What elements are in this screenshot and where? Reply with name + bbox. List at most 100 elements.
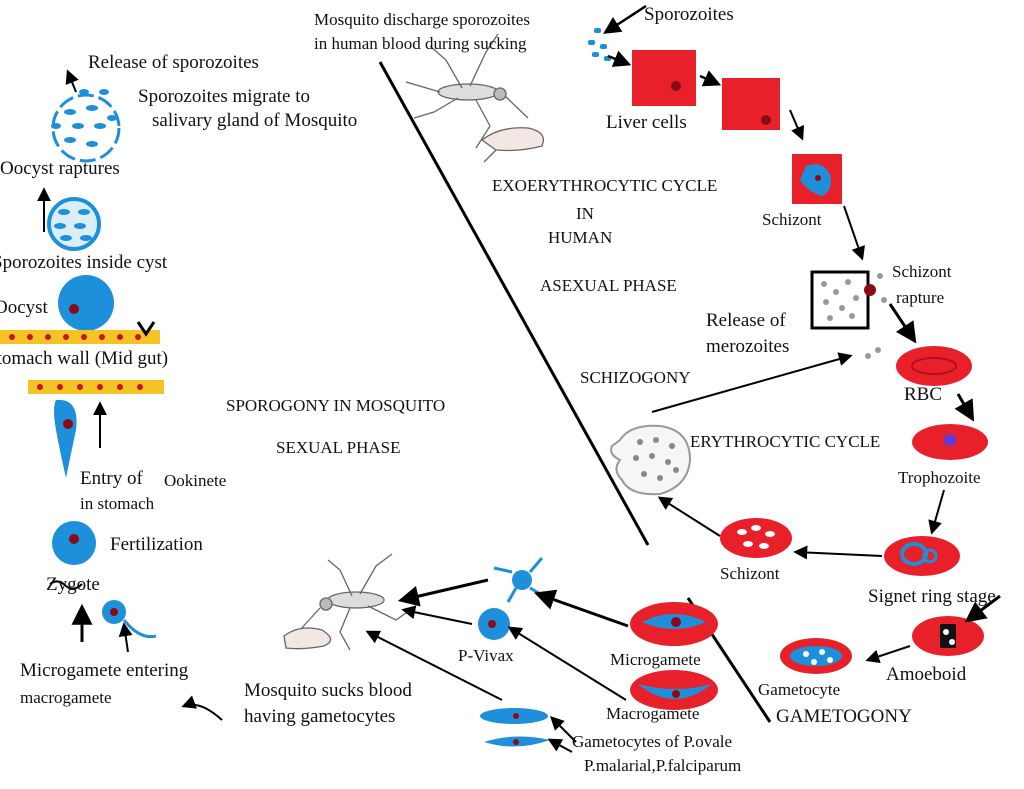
signet-ring-cell bbox=[884, 536, 960, 576]
oocyst-cell bbox=[58, 275, 114, 331]
arrow bbox=[651, 352, 853, 413]
arrow bbox=[928, 489, 945, 535]
arrow bbox=[547, 738, 573, 753]
label-exo-line3: HUMAN bbox=[548, 228, 613, 247]
microgamete-cell bbox=[630, 602, 718, 646]
label-p-vivax: P-Vivax bbox=[458, 646, 514, 665]
rbc-cell bbox=[896, 346, 972, 386]
liver-schizont-cell bbox=[792, 154, 842, 204]
label-entry-ookinete: Ookinete bbox=[164, 471, 227, 490]
label-schizont-rapture-line2: rapture bbox=[896, 288, 945, 307]
arrow bbox=[789, 109, 805, 141]
schizont-rapture-cell bbox=[810, 270, 887, 359]
arrow bbox=[699, 70, 722, 87]
p-vivax-macro-cell bbox=[478, 608, 510, 640]
liver-cell-2 bbox=[722, 78, 780, 130]
label-sporozoites-inside-cyst: Sporozoites inside cyst bbox=[0, 252, 168, 273]
arrow bbox=[865, 645, 911, 664]
gametocyte-cell bbox=[780, 638, 852, 674]
label-discharge-line1: Mosquito discharge sporozoites bbox=[314, 10, 530, 29]
label-gametocytes-ovale-line2: P.malarial,P.falciparum bbox=[584, 756, 742, 775]
label-exo-line2: IN bbox=[576, 204, 594, 223]
divider-line bbox=[378, 61, 650, 546]
arrow bbox=[607, 50, 632, 67]
gametocyte-ovale-cell-1 bbox=[480, 708, 548, 724]
label-discharge-line2: in human blood during sucking bbox=[314, 34, 527, 53]
sporozoites-cyst-cell bbox=[47, 197, 101, 251]
label-schizont-rapture-line1: Schizont bbox=[892, 262, 952, 281]
arrow bbox=[888, 303, 917, 344]
label-release-merozoites-line2: merozoites bbox=[706, 336, 790, 357]
amoeboid-cell bbox=[912, 616, 984, 656]
arrow bbox=[657, 496, 721, 537]
oocyst-rupture-cell bbox=[51, 89, 121, 163]
label-entry-line2: in stomach bbox=[80, 494, 155, 513]
arrow-up bbox=[118, 622, 133, 653]
label-erythrocytic-cycle: ERYTHROCYTIC CYCLE bbox=[690, 432, 881, 451]
label-macrogamete: Macrogamete bbox=[606, 704, 700, 723]
arrow-curve bbox=[181, 695, 223, 721]
label-liver-cells: Liver cells bbox=[606, 112, 687, 133]
rupturing-rbc-cell bbox=[610, 424, 692, 496]
arrow bbox=[550, 716, 577, 743]
zygote-cell bbox=[52, 521, 96, 565]
arrow bbox=[964, 594, 1001, 623]
label-microgamete-entering-line2: macrogamete bbox=[20, 688, 112, 707]
label-release-merozoites-line1: Release of bbox=[706, 310, 786, 331]
label-fertilization: Fertilization bbox=[110, 534, 203, 555]
label-microgamete: Microgamete bbox=[610, 650, 701, 669]
arrow bbox=[954, 393, 975, 422]
arrow-up bbox=[65, 69, 79, 93]
arrow bbox=[793, 545, 883, 560]
label-sexual-phase: SEXUAL PHASE bbox=[276, 438, 401, 457]
p-vivax-micro-cell bbox=[493, 557, 545, 603]
label-oocyst: Oocyst bbox=[0, 297, 48, 318]
arrow bbox=[507, 626, 627, 701]
label-gametocyte: Gametocyte bbox=[758, 680, 841, 699]
arrow bbox=[401, 605, 473, 625]
label-exo-line1: EXOERYTHROCYTIC CYCLE bbox=[492, 176, 718, 195]
sporozoites-cluster bbox=[588, 28, 611, 61]
label-schizont-blood: Schizont bbox=[720, 564, 780, 583]
arrow bbox=[534, 589, 629, 628]
label-microgamete-entering-line1: Microgamete entering bbox=[20, 660, 189, 681]
label-gametogony: GAMETOGONY bbox=[776, 706, 912, 727]
label-stomach-wall: Stomach wall (Mid gut) bbox=[0, 348, 169, 369]
trophozoite-cell bbox=[912, 424, 988, 460]
macrogamete-cell bbox=[630, 670, 718, 710]
label-migrate-line1: Sporozoites migrate to bbox=[138, 86, 311, 107]
fertilization-cell bbox=[102, 600, 157, 639]
zygote-squiggle bbox=[49, 580, 83, 590]
gametocyte-ovale-cell-2 bbox=[484, 736, 550, 747]
label-schizont-liver: Schizont bbox=[762, 210, 822, 229]
ookinete-cell bbox=[54, 399, 77, 478]
stomach-wall-band-lower bbox=[28, 380, 164, 394]
label-release-sporozoites: Release of sporozoites bbox=[88, 52, 259, 73]
blood-schizont-cell bbox=[720, 518, 792, 558]
arrow bbox=[603, 4, 647, 34]
label-schizogony: SCHIZOGONY bbox=[580, 368, 691, 387]
stomach-wall-band bbox=[0, 321, 160, 344]
label-gametocytes-ovale-line1: Gametocytes of P.ovale bbox=[572, 732, 733, 751]
liver-cell-1 bbox=[632, 50, 696, 106]
mosquito-top-image bbox=[405, 33, 545, 163]
label-entry-line1: Entry of bbox=[80, 468, 143, 489]
label-asexual-phase: ASEXUAL PHASE bbox=[540, 276, 677, 295]
arrow bbox=[843, 205, 865, 261]
arrow bbox=[397, 578, 489, 607]
label-trophozoite: Trophozoite bbox=[898, 468, 981, 487]
label-rbc: RBC bbox=[904, 384, 943, 405]
label-sporozoites-top: Sporozoites bbox=[644, 4, 734, 25]
label-oocyst-raptures: Oocyst raptures bbox=[0, 158, 120, 179]
arrow bbox=[365, 630, 503, 701]
label-mosquito-sucks-line1: Mosquito sucks blood bbox=[244, 680, 412, 701]
label-mosquito-sucks-line2: having gametocytes bbox=[244, 706, 396, 727]
label-sporogony: SPOROGONY IN MOSQUITO bbox=[226, 396, 446, 415]
label-amoeboid: Amoeboid bbox=[886, 664, 967, 685]
mosquito-bottom-image bbox=[283, 553, 411, 651]
label-signet-ring: Signet ring stage bbox=[868, 586, 996, 607]
label-migrate-line2: salivary gland of Mosquito bbox=[152, 110, 358, 131]
label-zygote: Zygote bbox=[46, 574, 100, 595]
